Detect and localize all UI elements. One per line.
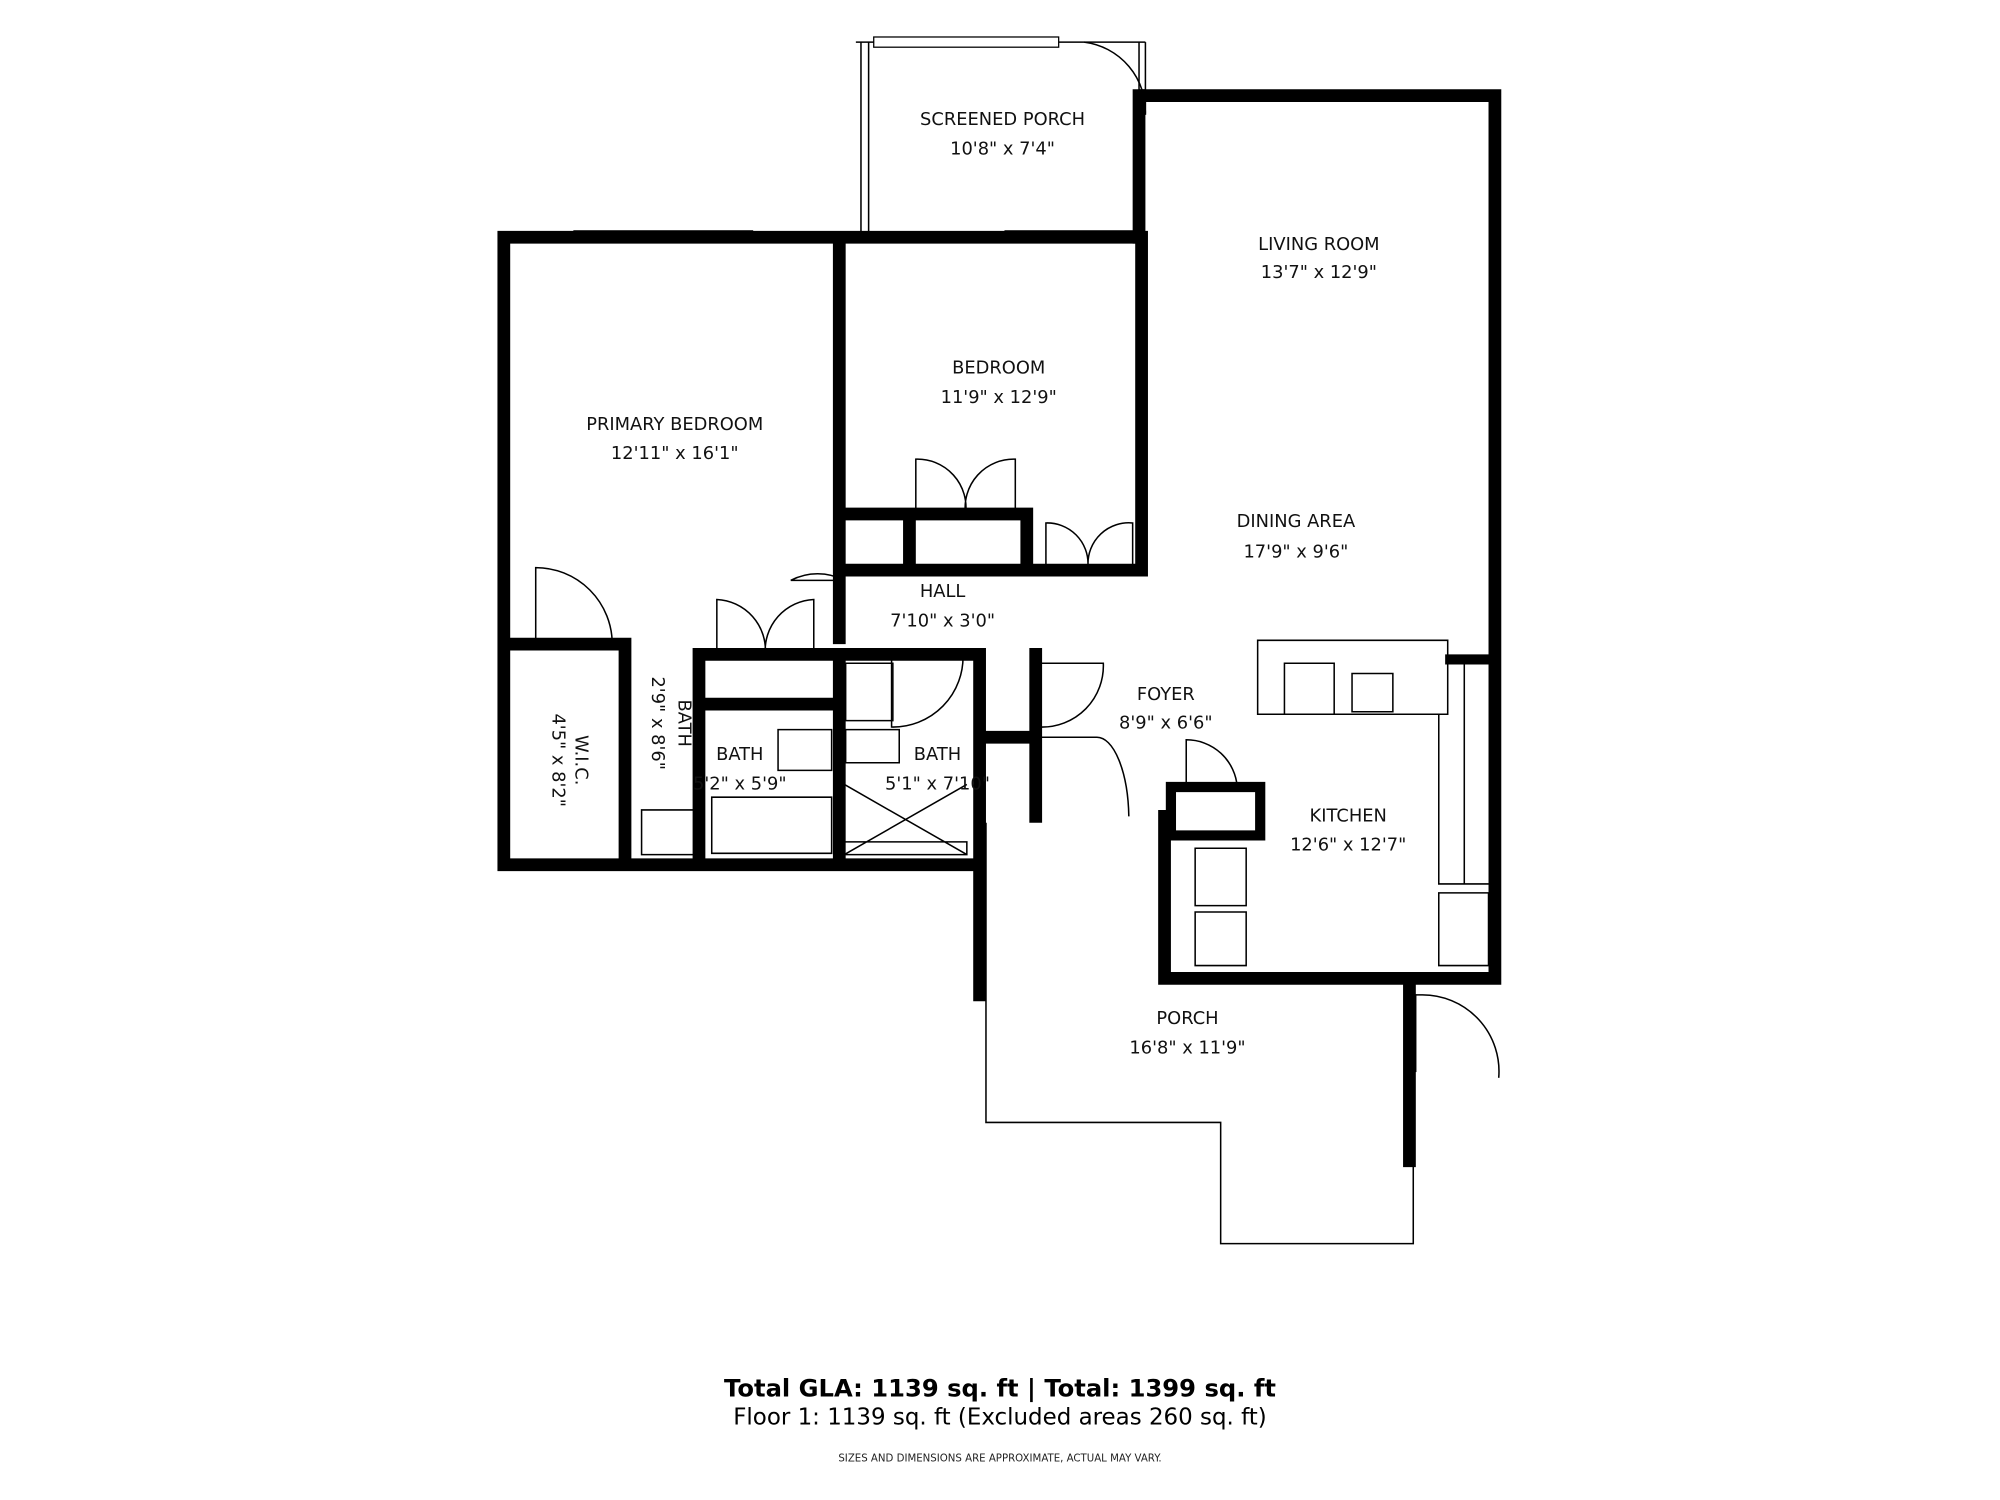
bath-1-size: 5'2" x 5'9"	[693, 774, 787, 795]
bath-1-name: BATH	[716, 744, 763, 765]
wic-size: 4'5" x 8'2"	[547, 713, 568, 807]
screened-porch-name: SCREENED PORCH	[920, 109, 1085, 130]
kitchen-name: KITCHEN	[1310, 805, 1387, 826]
kitchen-size: 12'6" x 12'7"	[1290, 835, 1406, 856]
primary-bedroom-name: PRIMARY BEDROOM	[586, 414, 763, 435]
screened-porch-size: 10'8" x 7'4"	[950, 138, 1055, 159]
foyer-size: 8'9" x 6'6"	[1119, 712, 1213, 733]
porch-name: PORCH	[1156, 1008, 1218, 1029]
bedroom-size: 11'9" x 12'9"	[941, 387, 1057, 408]
thin-walls	[640, 41, 1490, 1245]
disclaimer: SIZES AND DIMENSIONS ARE APPROXIMATE, AC…	[838, 1454, 1161, 1465]
dining-area-name: DINING AREA	[1237, 511, 1356, 532]
dining-area-size: 17'9" x 9'6"	[1243, 541, 1348, 562]
bath-3-name: BATH	[674, 700, 695, 747]
hall-name: HALL	[920, 581, 966, 602]
bath-2-size: 5'1" x 7'10"	[885, 774, 990, 795]
porch-size: 16'8" x 11'9"	[1129, 1038, 1245, 1059]
total-area: Total GLA: 1139 sq. ft | Total: 1399 sq.…	[724, 1375, 1276, 1403]
bath-2-name: BATH	[914, 744, 961, 765]
hall-size: 7'10" x 3'0"	[890, 610, 995, 631]
wic-name: W.I.C.	[570, 735, 591, 785]
foyer-name: FOYER	[1137, 684, 1195, 705]
doors	[534, 41, 1500, 1078]
living-room-name: LIVING ROOM	[1258, 234, 1379, 255]
floor-area: Floor 1: 1139 sq. ft (Excluded areas 260…	[733, 1405, 1267, 1431]
living-room-size: 13'7" x 12'9"	[1261, 262, 1377, 283]
bath-3-size: 2'9" x 8'6"	[647, 676, 668, 770]
bedroom-name: BEDROOM	[952, 358, 1045, 379]
walls	[497, 89, 1502, 1168]
primary-bedroom-size: 12'11" x 16'1"	[611, 443, 739, 464]
